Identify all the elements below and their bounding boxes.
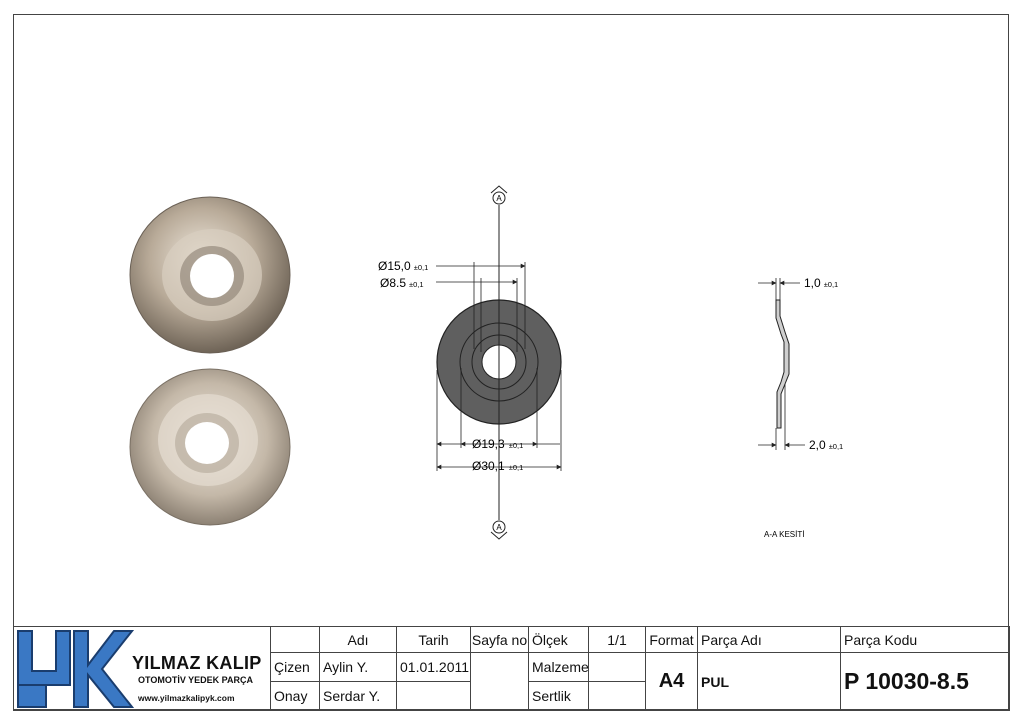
- yk-logo-icon: [17, 630, 134, 708]
- company-logo-block: YILMAZ KALIP OTOMOTİV YEDEK PARÇA www.yi…: [13, 626, 271, 711]
- malzeme-value: [588, 652, 646, 682]
- header-parca-kodu: Parça Kodu: [840, 626, 1010, 653]
- section-marker-top: A: [496, 194, 502, 203]
- format-value: A4: [645, 652, 698, 711]
- header-tarih: Tarih: [396, 626, 471, 653]
- header-adi: Adı: [319, 626, 397, 653]
- header-blank: [270, 626, 320, 653]
- cizen-date: 01.01.2011: [396, 652, 471, 682]
- dim-d8-5: Ø8.5±0,1: [380, 276, 424, 290]
- company-website: www.yilmazkalipyk.com: [138, 693, 235, 703]
- section-label: A-A KESİTİ: [764, 530, 804, 539]
- onay-date: [396, 681, 471, 711]
- olcek-value: 1/1: [588, 626, 646, 653]
- dimension-lines: [436, 263, 562, 470]
- sayfa-no-value: [470, 652, 529, 711]
- dim-d19-3: Ø19,3±0,1: [472, 437, 523, 451]
- parca-kodu-value: P 10030-8.5: [840, 652, 1010, 711]
- company-name: YILMAZ KALIP: [132, 653, 262, 673]
- dim-thickness-1: 1,0±0,1: [804, 276, 838, 290]
- cizen-name: Aylin Y.: [319, 652, 397, 682]
- sertlik-value: [588, 681, 646, 711]
- washer-photo-bottom: [129, 368, 291, 526]
- header-sayfa-no: Sayfa no: [470, 626, 529, 653]
- header-olcek: Ölçek: [528, 626, 589, 653]
- dim-d15: Ø15,0±0,1: [378, 259, 428, 273]
- company-tagline: OTOMOTİV YEDEK PARÇA: [138, 675, 254, 685]
- parca-adi-value: PUL: [697, 652, 841, 711]
- malzeme-label: Malzeme: [528, 652, 589, 682]
- onay-name: Serdar Y.: [319, 681, 397, 711]
- sertlik-label: Sertlik: [528, 681, 589, 711]
- row-onay: Onay: [270, 681, 320, 711]
- thickness-dimension-lines: [758, 278, 805, 450]
- section-profile: [775, 299, 790, 429]
- section-marker-bottom: A: [496, 523, 502, 532]
- dim-thickness-2: 2,0±0,1: [809, 438, 843, 452]
- header-format: Format: [645, 626, 698, 653]
- header-parca-adi: Parça Adı: [697, 626, 841, 653]
- extension-lines: [436, 262, 562, 471]
- row-cizen: Çizen: [270, 652, 320, 682]
- dim-d30-1: Ø30,1±0,1: [472, 459, 523, 473]
- washer-photo-top: [129, 196, 291, 354]
- title-block: YILMAZ KALIP OTOMOTİV YEDEK PARÇA www.yi…: [13, 626, 1010, 711]
